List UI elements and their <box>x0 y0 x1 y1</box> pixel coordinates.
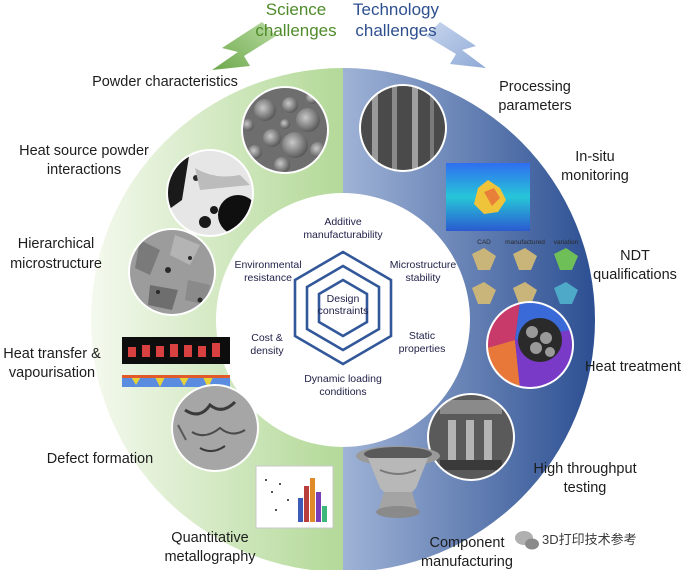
wechat-icon <box>515 531 539 550</box>
constraint-additive-line1: Additive <box>324 216 362 228</box>
ndt-cad-label: CAD <box>477 239 491 246</box>
watermark: 3D打印技术参考 <box>515 531 637 550</box>
processing-parameters-image <box>359 84 447 172</box>
heat-source-image <box>166 149 254 237</box>
constraint-dynamic-line2: conditions <box>319 386 366 398</box>
technology-item-component-line2: manufacturing <box>421 554 513 570</box>
science-item-powder: Powder characteristics <box>92 74 238 90</box>
science-item-heat-source-line1: Heat source powder <box>19 143 149 159</box>
technology-item-heat-treatment: Heat treatment <box>585 359 681 375</box>
ndt-variation-label: variation <box>554 239 579 246</box>
science-item-heat-transfer-line2: vapourisation <box>9 365 95 381</box>
science-item-heat-transfer-line1: Heat transfer & <box>3 346 101 362</box>
constraint-static-line2: properties <box>399 343 446 355</box>
science-item-hierarchical-line1: Hierarchical <box>18 236 95 252</box>
science-item-heat-source-line2: interactions <box>47 162 121 178</box>
technology-item-throughput-line1: High throughput <box>533 461 636 477</box>
technology-item-insitu-line1: In-situ <box>575 149 615 165</box>
technology-item-insitu-line2: monitoring <box>561 168 629 184</box>
powder-particles-image <box>241 86 329 174</box>
ndt-part-cad-bottom <box>472 282 496 304</box>
ndt-part-mfg-top <box>513 248 537 270</box>
ndt-manufactured-label: manufactured <box>505 239 545 246</box>
constraint-cost-line1: Cost & <box>251 332 283 344</box>
heat-treatment-image <box>486 301 574 389</box>
science-header-line1: Science <box>266 0 326 19</box>
ndt-qualifications-image: CAD manufactured variation <box>472 239 579 304</box>
metallography-chart-image <box>255 465 334 529</box>
constraint-dynamic-line1: Dynamic loading <box>304 373 382 385</box>
constraint-static-line1: Static <box>409 330 435 342</box>
component-manufacturing-image <box>356 446 440 518</box>
technology-item-component-line1: Component <box>430 535 505 551</box>
insitu-monitoring-image <box>446 163 530 231</box>
technology-header-line1: Technology <box>353 0 440 19</box>
design-constraints-line1: Design <box>327 293 360 305</box>
vapourisation-image <box>122 337 230 388</box>
technology-item-ndt-line1: NDT <box>620 248 650 264</box>
science-item-hierarchical-line2: microstructure <box>10 256 102 272</box>
design-constraints-hexagons <box>293 250 393 366</box>
technology-item-ndt-line2: qualifications <box>593 267 677 283</box>
watermark-text: 3D打印技术参考 <box>542 532 637 547</box>
technology-header-line2: challenges <box>355 21 436 40</box>
constraint-microstructure-line2: stability <box>405 272 441 284</box>
design-constraints-line2: constraints <box>318 305 369 317</box>
technology-item-processing-line2: parameters <box>498 98 571 114</box>
technology-item-processing-line1: Processing <box>499 79 571 95</box>
inner-disc <box>216 193 470 447</box>
constraint-environmental-line1: Environmental <box>234 259 301 271</box>
constraint-microstructure-line1: Microstructure <box>390 259 457 271</box>
ndt-part-var-bottom <box>554 282 578 304</box>
defect-formation-image <box>171 384 259 472</box>
constraint-additive-line2: manufacturability <box>303 229 383 241</box>
ndt-part-cad-top <box>472 248 496 270</box>
science-arrow-icon <box>212 22 276 70</box>
constraint-cost-line2: density <box>250 345 284 357</box>
technology-item-throughput-line2: testing <box>564 480 607 496</box>
constraint-environmental-line2: resistance <box>244 272 292 284</box>
technology-arrow-icon <box>426 22 486 68</box>
science-header-line2: challenges <box>255 21 336 40</box>
high-throughput-testing-image <box>427 393 515 481</box>
science-item-metallography-line1: Quantitative <box>171 530 248 546</box>
ndt-part-mfg-bottom <box>513 282 537 304</box>
microstructure-image <box>128 228 216 316</box>
science-item-defect-formation: Defect formation <box>47 451 153 467</box>
science-item-metallography-line2: metallography <box>164 549 256 565</box>
ndt-part-var-top <box>554 248 578 270</box>
